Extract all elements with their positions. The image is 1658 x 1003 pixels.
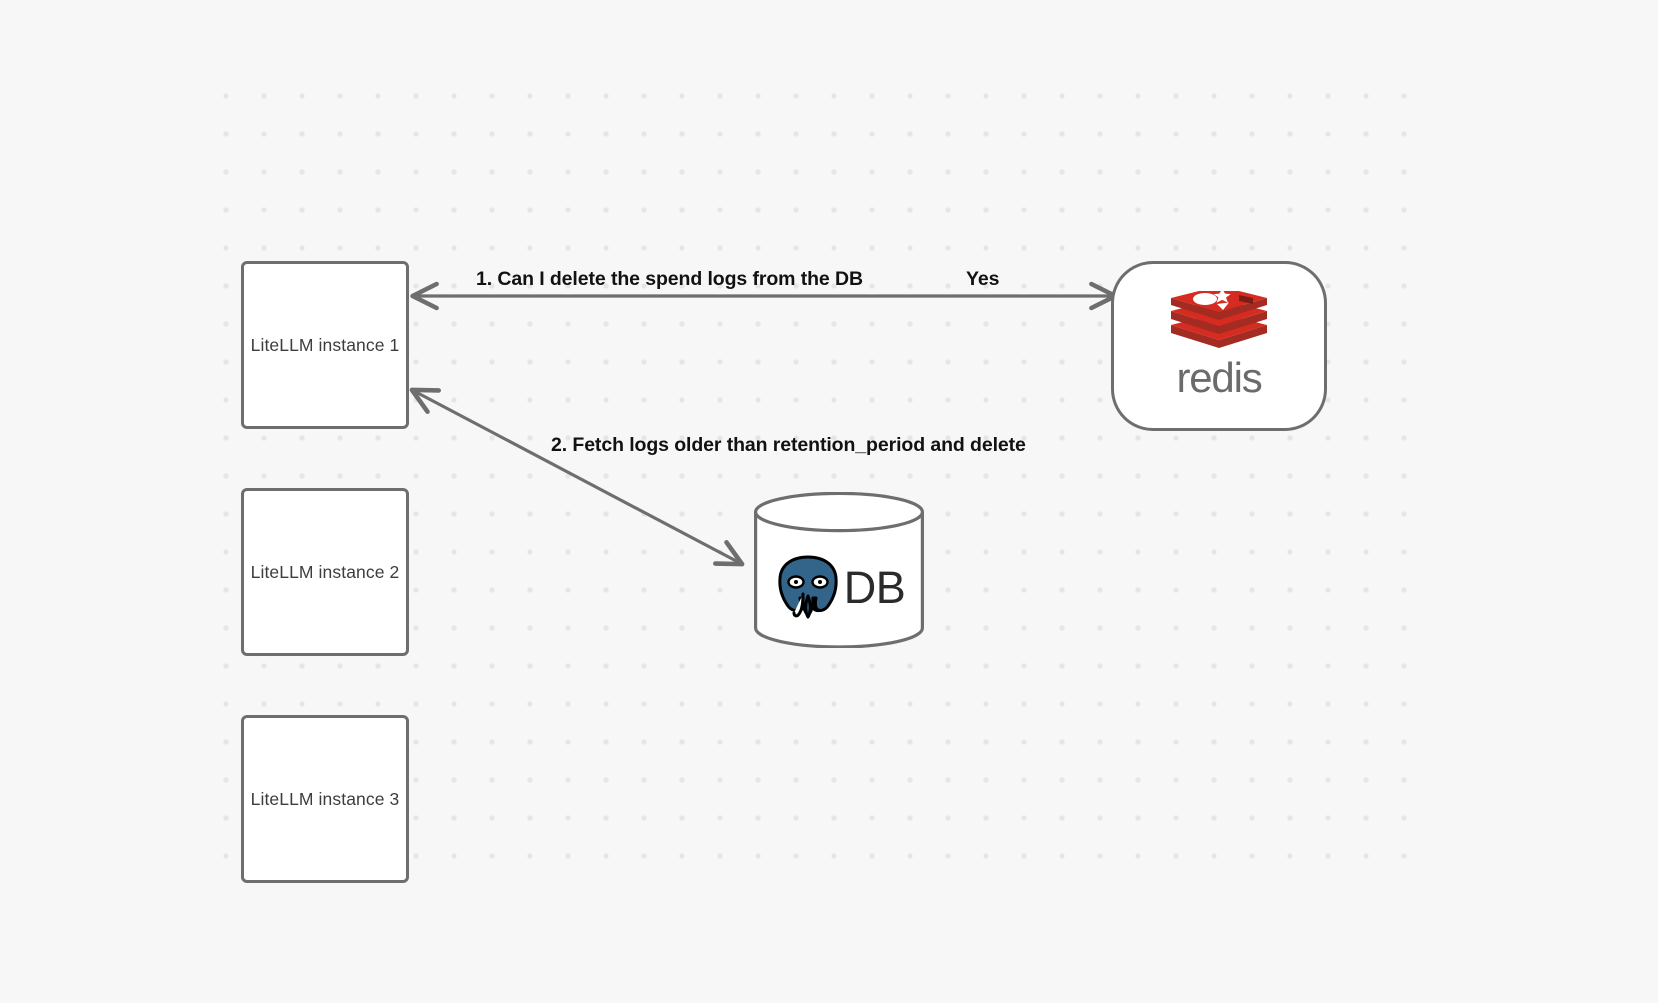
database-label: DB [843, 561, 906, 613]
redis-wordmark: redis [1176, 354, 1262, 401]
node-litellm-instance-1[interactable]: LiteLLM instance 1 [241, 261, 409, 429]
node-litellm-instance-3-label: LiteLLM instance 3 [250, 788, 400, 809]
edge-label-step-1-reply: Yes [966, 268, 1000, 290]
edge-label-step-2: 2. Fetch logs older than retention_perio… [551, 434, 1026, 456]
node-database[interactable]: DB [753, 492, 925, 648]
database-content: DB [753, 492, 925, 648]
postgresql-elephant-icon [778, 555, 838, 619]
node-redis[interactable]: redis [1111, 261, 1327, 431]
node-litellm-instance-1-label: LiteLLM instance 1 [250, 334, 400, 355]
redis-logo-group: redis [1167, 291, 1271, 399]
redis-stack-icon [1171, 291, 1267, 348]
node-litellm-instance-2-label: LiteLLM instance 2 [250, 561, 400, 582]
node-litellm-instance-2[interactable]: LiteLLM instance 2 [241, 488, 409, 656]
node-litellm-instance-3[interactable]: LiteLLM instance 3 [241, 715, 409, 883]
edge-label-step-1: 1. Can I delete the spend logs from the … [476, 268, 863, 290]
edge-litellm1-database [409, 387, 745, 567]
